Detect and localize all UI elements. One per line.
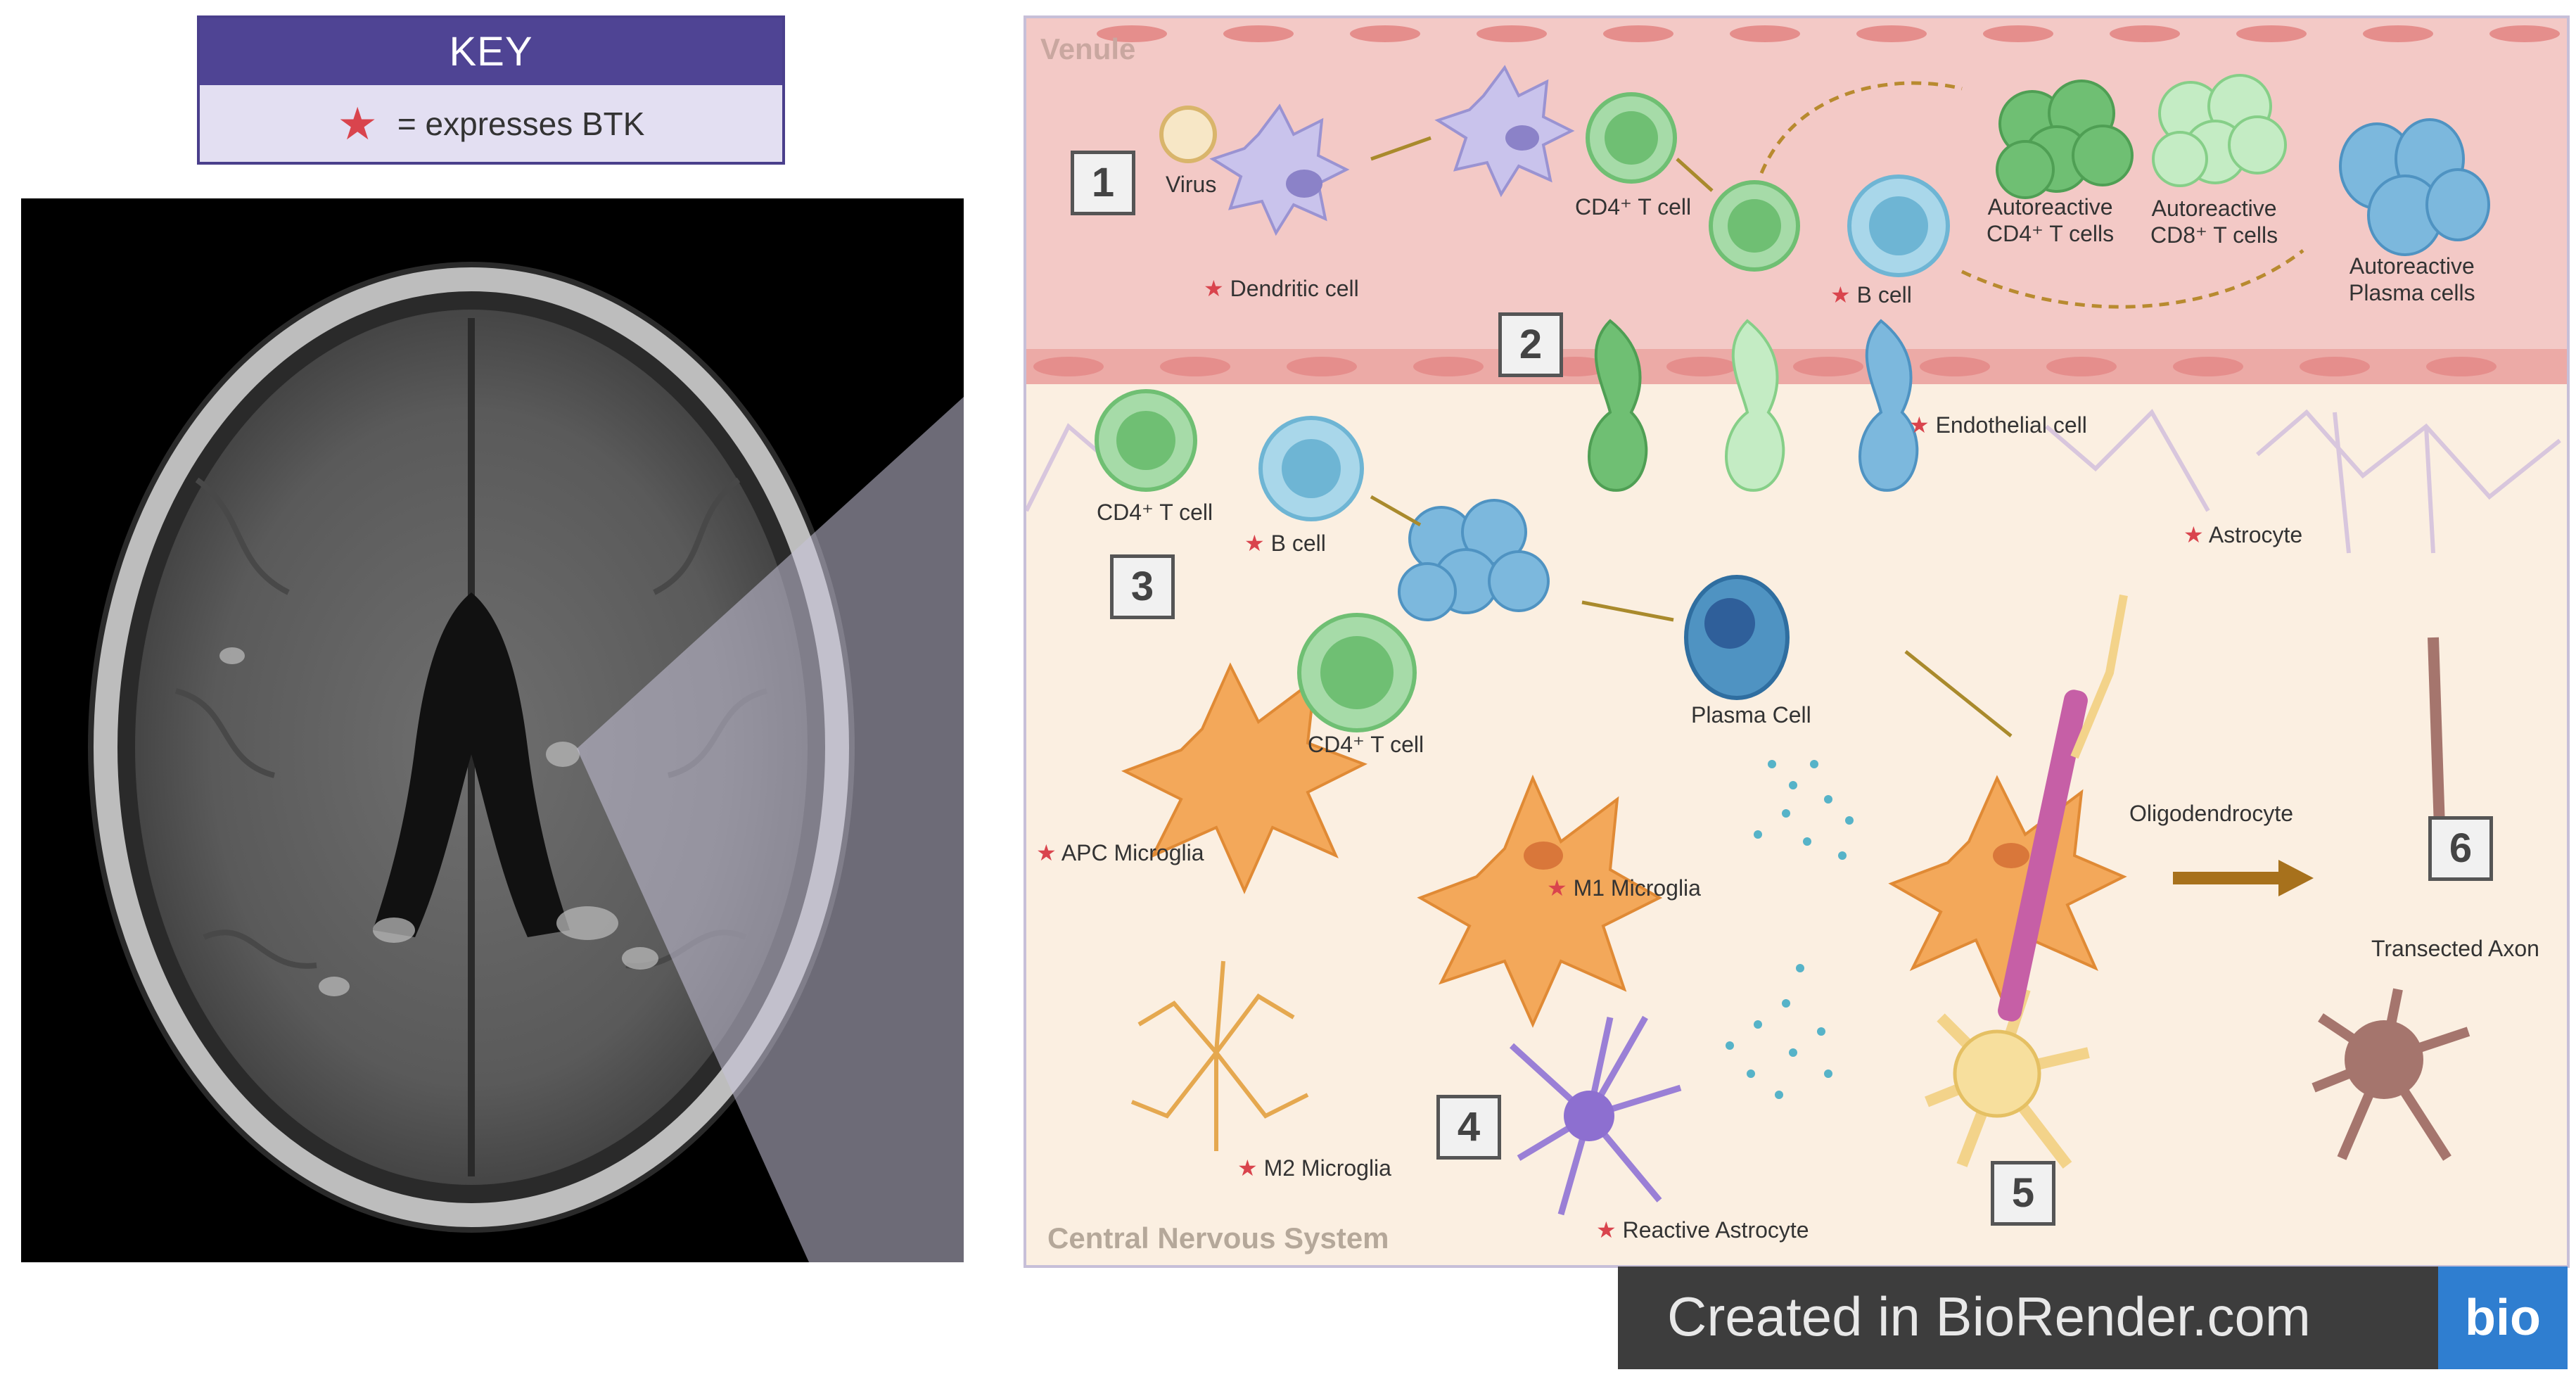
autoreactive-cd8-label: Autoreactive CD8⁺ T cells [2150, 196, 2278, 248]
m2-microglia-label: ★ M2 Microglia [1237, 1155, 1391, 1181]
btk-star-icon: ★ [1204, 276, 1224, 301]
transected-axon-label: Transected Axon [2371, 936, 2539, 961]
biorender-watermark-text: Created in BioRender.com [1667, 1285, 2311, 1347]
diagram-artwork [1026, 18, 2567, 1216]
btk-star-icon: ★ [1547, 875, 1567, 901]
brain-mri-image [21, 198, 964, 1262]
autoreactive-plasma-label: Autoreactive Plasma cells [2349, 253, 2475, 305]
cd4-t-cell-label: CD4⁺ T cell [1097, 500, 1213, 525]
btk-star-icon: ★ [337, 98, 378, 149]
step-3-badge: 3 [1110, 554, 1175, 619]
cd4-t-cell-label: CD4⁺ T cell [1308, 732, 1424, 757]
m1-microglia-label: ★ M1 Microglia [1547, 875, 1701, 901]
cns-label: Central Nervous System [1047, 1221, 1389, 1255]
dendritic-cell-label: ★ Dendritic cell [1204, 276, 1359, 301]
biorender-watermark [1618, 1266, 2568, 1369]
apc-microglia-label: ★ APC Microglia [1036, 840, 1204, 865]
cd4-t-cell-label: CD4⁺ T cell [1575, 194, 1692, 220]
btk-star-icon: ★ [1036, 840, 1057, 865]
b-cell-label: ★ B cell [1830, 282, 1912, 307]
key-legend-text: = expresses BTK [397, 106, 645, 142]
endothelial-cell-label: ★ Endothelial cell [1909, 412, 2087, 438]
key-title: KEY [200, 18, 782, 85]
step-1-badge: 1 [1071, 151, 1135, 215]
virus-label: Virus [1166, 172, 1217, 197]
btk-star-icon: ★ [1237, 1155, 1258, 1181]
btk-star-icon: ★ [1596, 1217, 1617, 1243]
step-2-badge: 2 [1498, 312, 1563, 377]
btk-star-icon: ★ [1909, 412, 1930, 438]
key-legend-row: ★ = expresses BTK [200, 85, 782, 163]
reactive-astrocyte-label: ★ Reactive Astrocyte [1596, 1217, 1809, 1243]
plasma-cell-label: Plasma Cell [1691, 702, 1811, 728]
key-box: KEY ★ = expresses BTK [197, 15, 785, 165]
venule-label: Venule [1040, 32, 1136, 65]
b-cell-label: ★ B cell [1244, 531, 1326, 556]
step-5-badge: 5 [1991, 1161, 2055, 1226]
astrocyte-label: ★ Astrocyte [2183, 522, 2303, 547]
step-6-badge: 6 [2428, 816, 2493, 881]
autoreactive-cd4-label: Autoreactive CD4⁺ T cells [1987, 194, 2115, 246]
step-4-badge: 4 [1436, 1095, 1501, 1160]
pathway-diagram: Venule Central Nervous System 1 2 3 4 5 … [1024, 15, 2570, 1268]
btk-star-icon: ★ [2183, 522, 2204, 547]
btk-star-icon: ★ [1244, 531, 1265, 556]
biorender-logo: bio [2438, 1266, 2568, 1369]
btk-star-icon: ★ [1830, 282, 1851, 307]
oligodendrocyte-label: Oligodendrocyte [2129, 801, 2294, 826]
